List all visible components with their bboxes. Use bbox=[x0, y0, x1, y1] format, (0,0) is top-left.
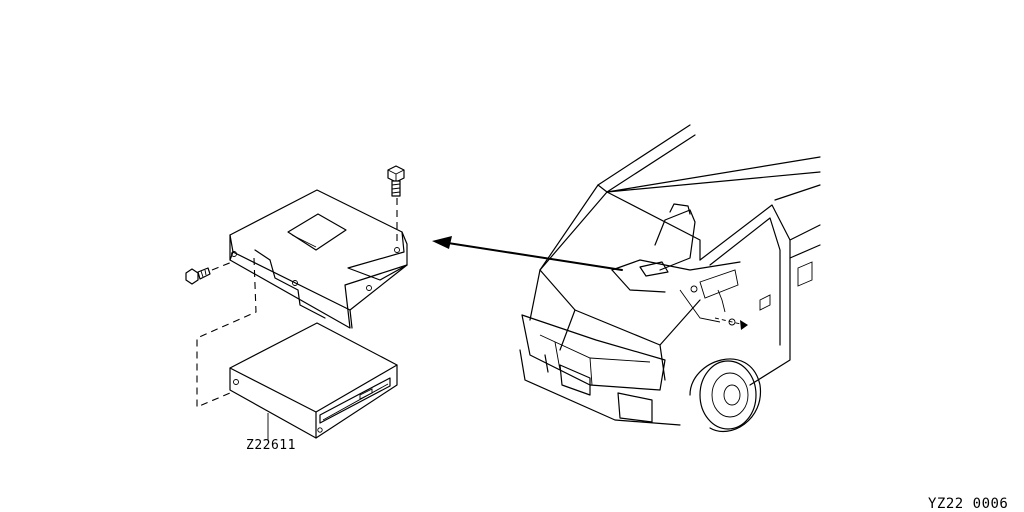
part-number-label: Z22611 bbox=[246, 438, 296, 453]
diagram-code-label: YZ22 0006 bbox=[928, 496, 1009, 512]
installation-guide-lines bbox=[196, 198, 398, 408]
screw-icon bbox=[185, 267, 211, 285]
control-unit bbox=[229, 322, 398, 440]
mounting-bracket bbox=[229, 189, 408, 329]
van-illustration bbox=[519, 124, 821, 433]
bolt-icon bbox=[387, 165, 405, 197]
location-arrow bbox=[432, 236, 623, 271]
